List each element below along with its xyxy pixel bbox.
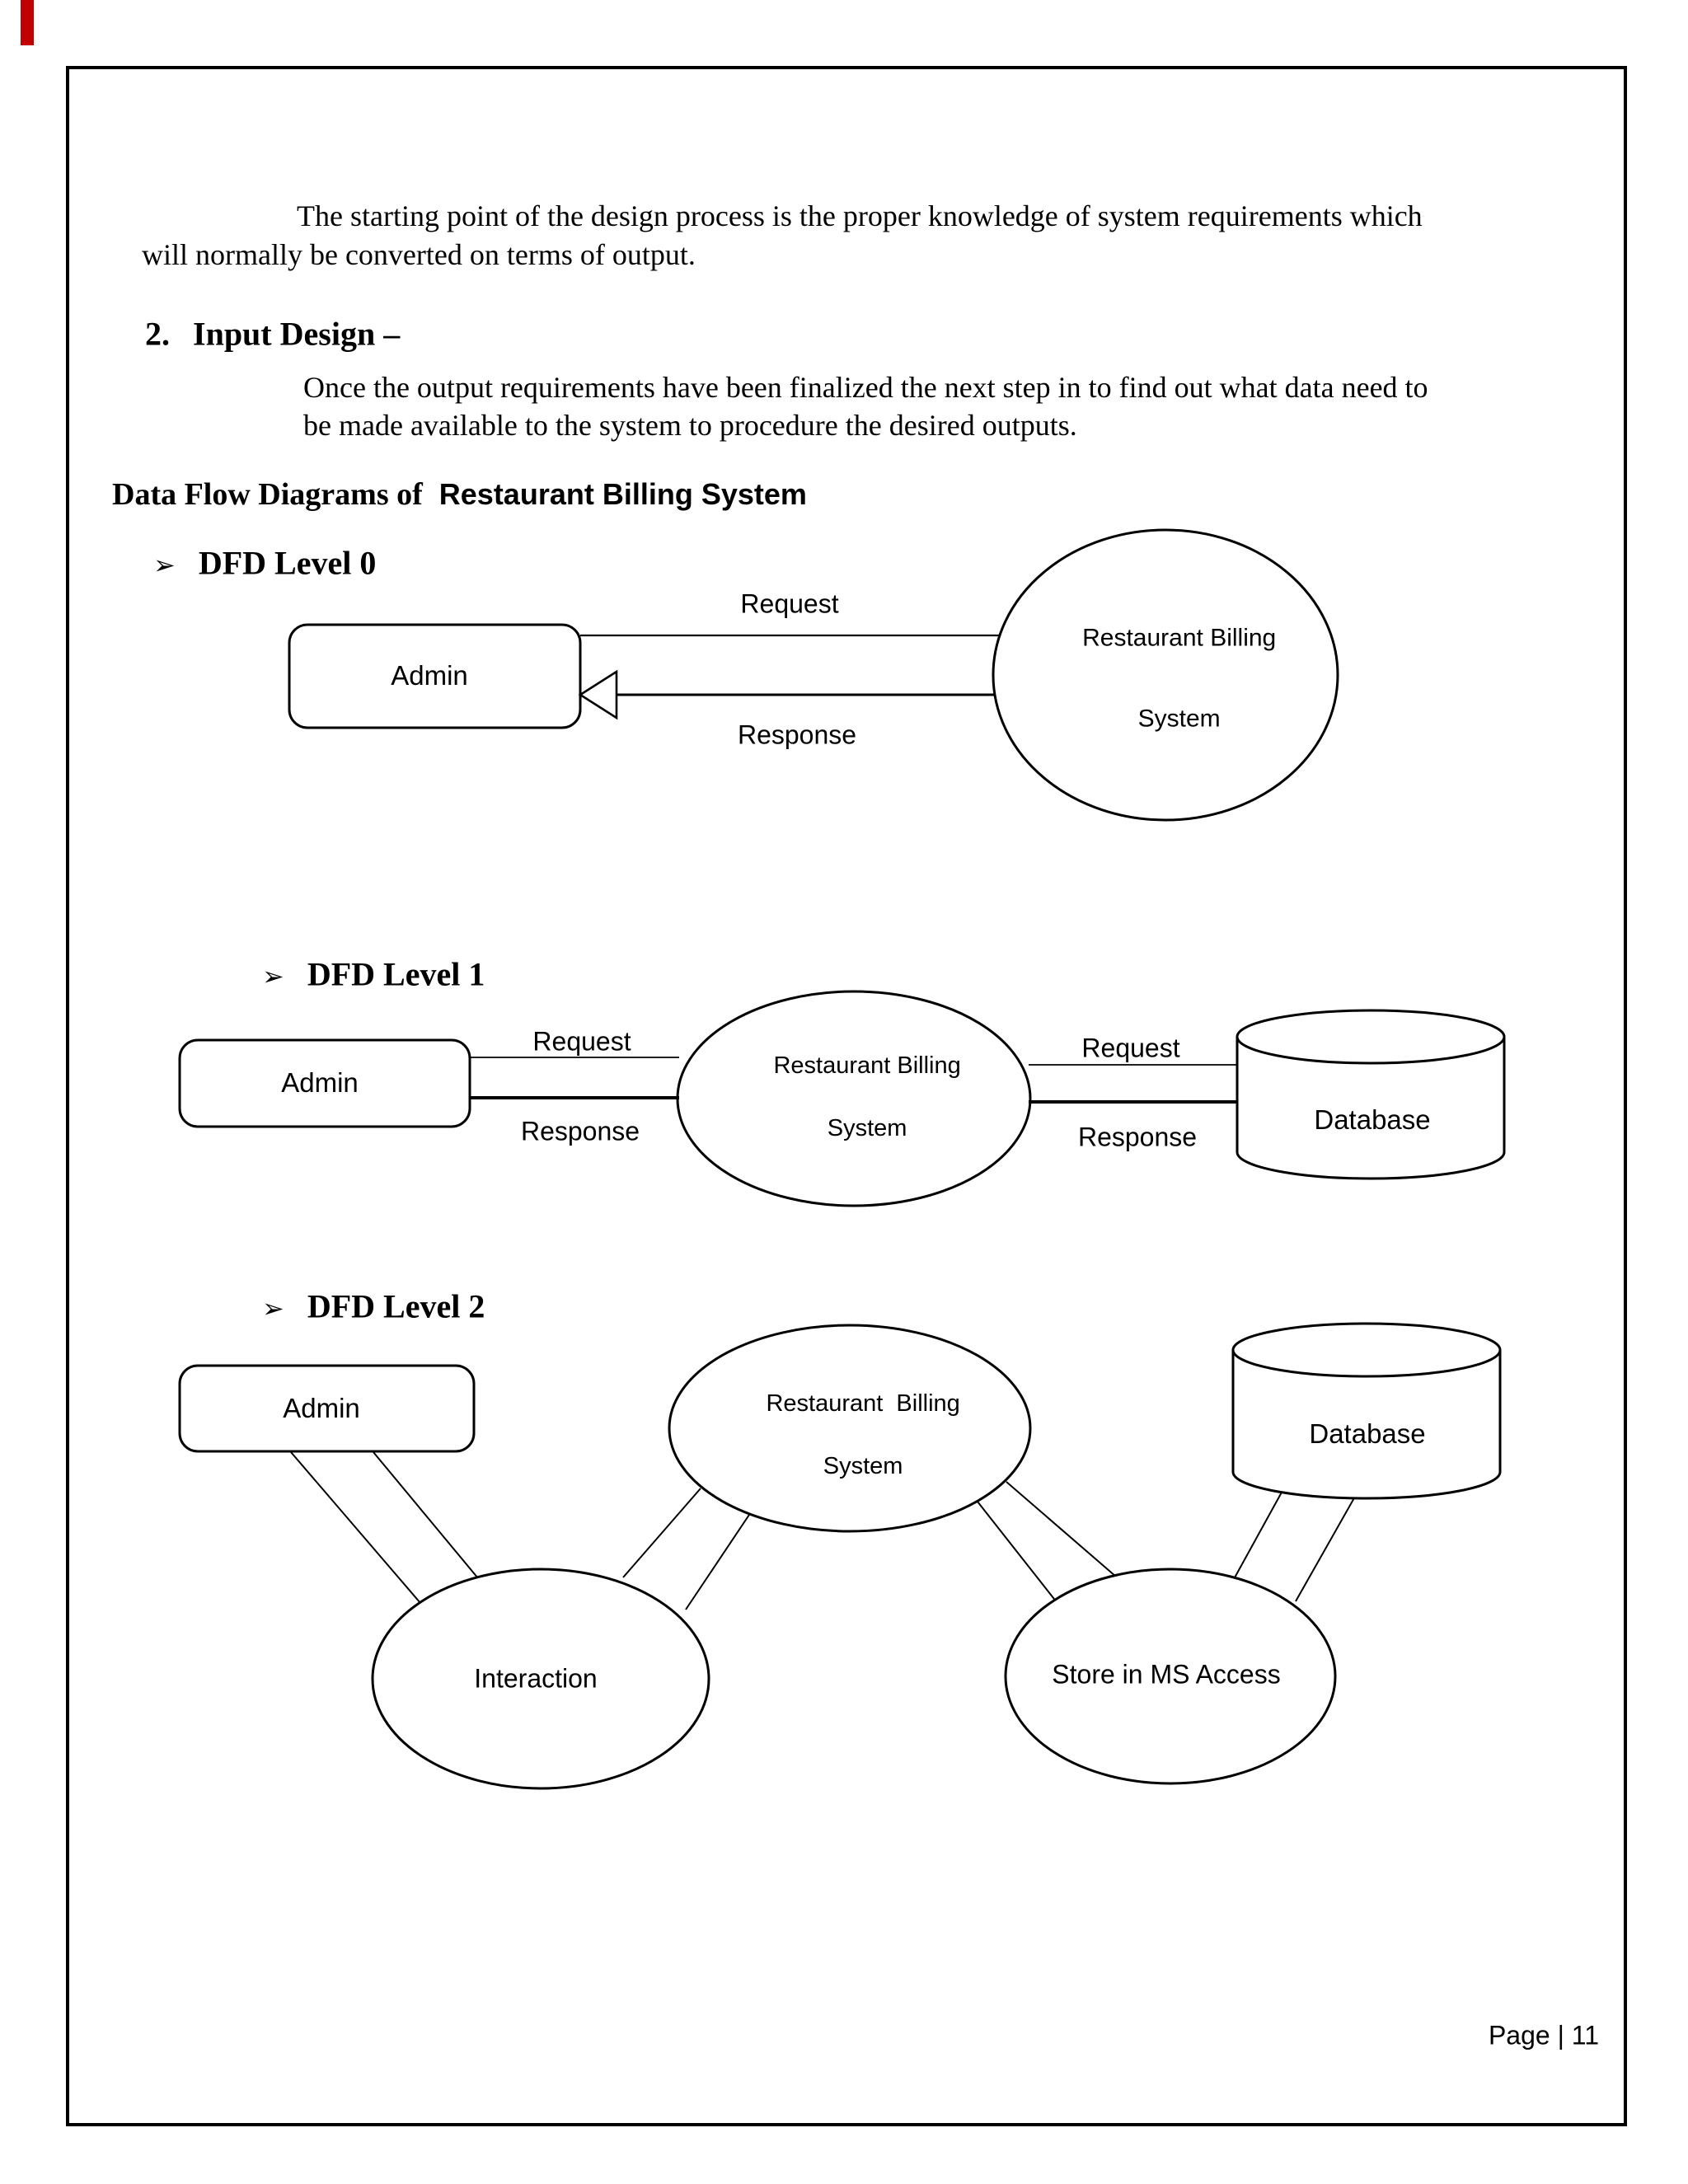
level2-heading-title: DFD Level 2 [307,1287,485,1325]
level0-admin-label: Admin [391,660,468,691]
level2-process-store-line2 [1006,1481,1117,1577]
level2-heading: ➢ DFD Level 2 [262,1287,485,1326]
section-number: 2. [145,315,170,353]
intro-paragraph2-line2: be made available to the system to proce… [303,409,1077,442]
level0-admin-box [288,623,582,729]
level1-process-label: Restaurant Billing System [747,1019,961,1175]
level2-process-line2: System [823,1453,903,1479]
dfd-main-heading-sans: Restaurant Billing System [438,477,807,511]
level2-interaction-label: Interaction [474,1663,598,1694]
page-number: Page | 11 [1488,2020,1599,2050]
level0-heading: ➢ DFD Level 0 [153,544,376,583]
level2-process-label: Restaurant Billing System [739,1357,960,1513]
level2-interaction-ellipse [371,1568,710,1790]
level2-admin-interaction-line2 [373,1451,479,1579]
dfd-main-heading-serif: Data Flow Diagrams of [112,477,423,512]
level1-process-line1: Restaurant Billing [773,1052,961,1079]
level1-database-cylinder-top [1236,1009,1506,1065]
level2-database-store-line2 [1295,1483,1363,1602]
level0-process-line2: System [1137,705,1221,733]
level0-process-label: Restaurant Billing System [1055,578,1276,780]
level2-process-interaction-line2 [685,1504,757,1610]
section-heading: 2. Input Design – [145,315,400,354]
level0-response-label: Response [737,719,857,750]
level1-response-left-label: Response [520,1116,640,1146]
level1-process-line2: System [827,1115,907,1141]
dfd-main-heading: Data Flow Diagrams of Restaurant Billing… [112,476,807,513]
arrow-bullet-icon: ➢ [262,961,284,991]
dfd-level2-diagram [178,1322,1502,1790]
level2-store-label: Store in MS Access [1052,1659,1281,1690]
level2-admin-interaction-line1 [290,1451,421,1604]
intro-paragraph1-line1: The starting point of the design process… [297,199,1423,232]
level0-heading-title: DFD Level 0 [198,544,377,582]
dfd-level0-diagram [288,528,1339,822]
dfd-level1-diagram [178,990,1506,1207]
level1-heading: ➢ DFD Level 1 [262,955,485,994]
level0-response-arrowhead-icon [578,669,618,720]
level2-process-interaction-line1 [622,1488,701,1578]
arrow-bullet-icon: ➢ [262,1293,284,1324]
intro-paragraph1-line2: will normally be converted on terms of o… [142,238,696,271]
level2-admin-box [178,1364,476,1453]
level1-heading-title: DFD Level 1 [307,955,485,993]
intro-paragraph2-line1: Once the output requirements have been f… [303,371,1428,404]
level1-database-label: Database [1314,1104,1431,1135]
level0-request-label: Request [740,588,839,619]
level2-store-ellipse [1004,1568,1337,1785]
level2-database-cylinder-top [1231,1322,1502,1378]
red-margin-mark [21,0,34,45]
level2-database-cylinder-body [1231,1350,1502,1500]
level1-request-left-label: Request [532,1026,631,1057]
level2-process-ellipse [668,1324,1032,1533]
level1-request-right-label: Request [1081,1033,1180,1063]
section-title: Input Design – [193,315,401,353]
arrow-bullet-icon: ➢ [153,550,176,580]
level1-admin-box [178,1038,471,1128]
level2-process-line1: Restaurant Billing [766,1390,960,1417]
level2-process-store-line1 [977,1501,1057,1603]
page-border-frame [66,66,1627,2126]
level1-database-cylinder-body [1236,1037,1506,1180]
level2-database-label: Database [1309,1418,1426,1449]
level2-admin-label: Admin [283,1393,360,1423]
level0-process-line1: Restaurant Billing [1082,624,1277,652]
level0-process-ellipse [992,528,1339,822]
level1-admin-label: Admin [281,1067,359,1098]
level1-response-right-label: Response [1077,1122,1198,1152]
level2-database-store-line1 [1233,1481,1288,1580]
